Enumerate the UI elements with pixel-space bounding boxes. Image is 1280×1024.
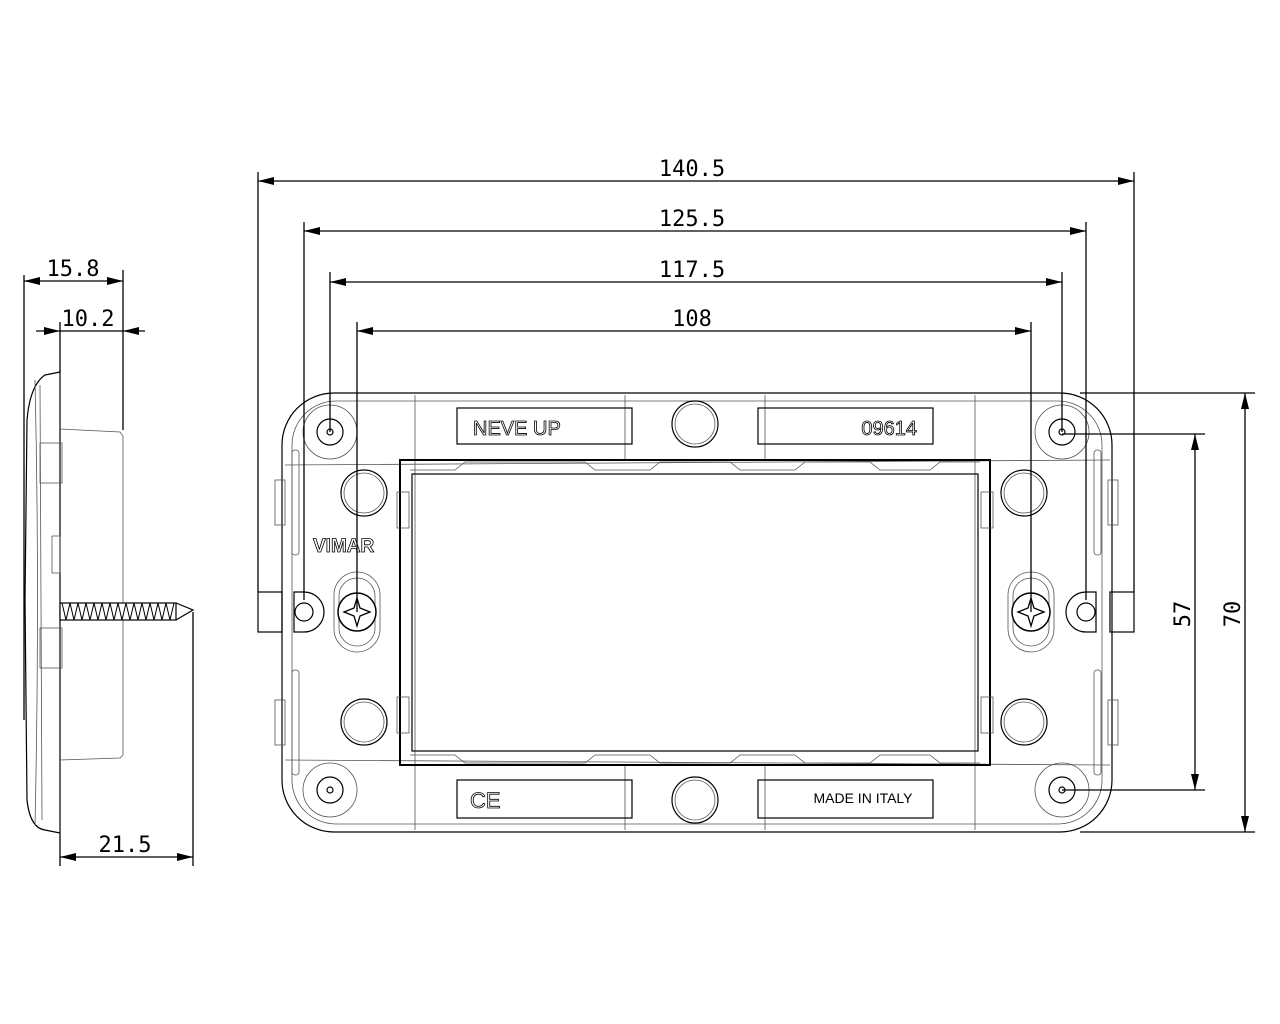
dim-screw-spacing: 108 <box>672 307 712 332</box>
dim-hole-spacing-vertical: 57 <box>1171 601 1196 628</box>
product-code: 09614 <box>861 418 917 440</box>
series-label: NEVE UP <box>473 418 561 440</box>
side-view: 15.8 10.2 21.5 <box>23 257 195 866</box>
large-holes <box>340 400 1048 824</box>
screw-heads <box>333 571 1055 653</box>
dim-side-depth: 15.8 <box>47 257 100 282</box>
dim-overall-width: 140.5 <box>659 157 725 182</box>
dim-fixing-spacing: 117.5 <box>659 258 725 283</box>
origin-label: MADE IN ITALY <box>813 790 913 806</box>
ce-mark: CE <box>470 788 501 813</box>
front-dimensions: 140.5 125.5 117.5 108 70 57 <box>257 157 1255 833</box>
dim-body-depth: 10.2 <box>62 307 115 332</box>
brand-logo: VIMAR <box>313 536 375 557</box>
fixing-holes <box>293 591 1097 633</box>
screw-side <box>59 602 195 621</box>
dim-tab-width: 125.5 <box>659 207 725 232</box>
front-view: NEVE UP 09614 VIMAR CE MADE IN ITALY <box>257 392 1135 833</box>
dim-screw-length: 21.5 <box>99 833 152 858</box>
dim-overall-height: 70 <box>1221 601 1246 628</box>
